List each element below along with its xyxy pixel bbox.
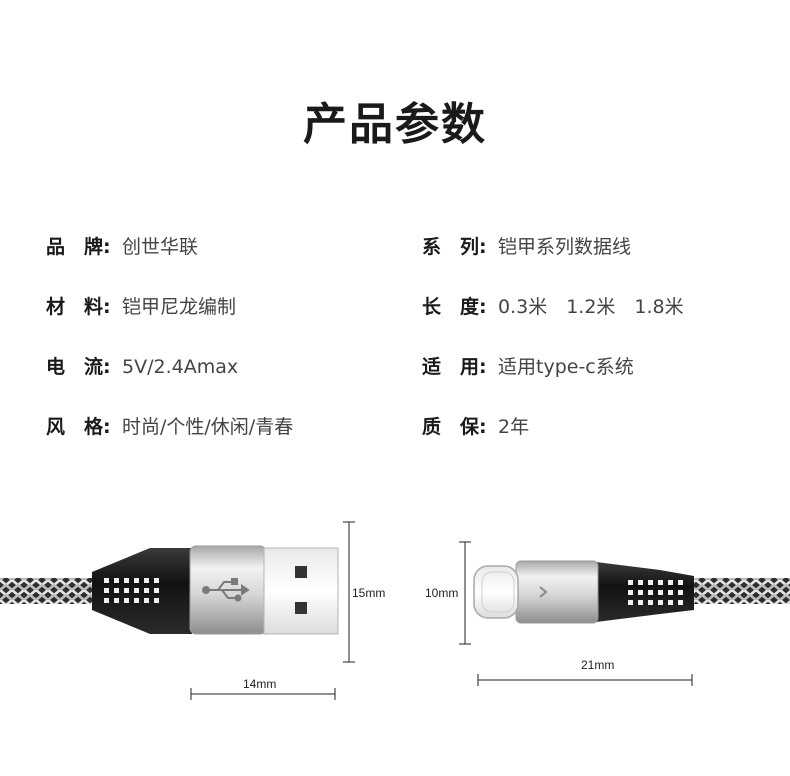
dimension-line-usb-height	[343, 521, 355, 663]
spec-style: 风 格: 时尚/个性/休闲/青春	[46, 412, 293, 442]
chevron-icon	[539, 586, 548, 598]
spec-value: 铠甲尼龙编制	[122, 296, 237, 318]
usb-a-connector	[0, 521, 355, 700]
spec-label: 适 用:	[422, 356, 487, 378]
type-c-connector	[459, 541, 790, 686]
spec-label: 材 料:	[46, 296, 111, 318]
spec-material: 材 料: 铠甲尼龙编制	[46, 292, 236, 322]
spec-current: 电 流: 5V/2.4Amax	[46, 352, 238, 382]
spec-label: 品 牌:	[46, 236, 111, 258]
dimension-label-typec-height: 10mm	[425, 586, 459, 600]
spec-value: 创世华联	[122, 236, 199, 258]
spec-compatibility: 适 用: 适用type-c系统	[422, 352, 634, 382]
spec-value: 5V/2.4Amax	[122, 356, 239, 378]
metal-housing	[515, 560, 599, 624]
spec-label: 电 流:	[46, 356, 111, 378]
dimension-label-usb-height: 15mm	[352, 586, 386, 600]
dimension-line-typec-height	[459, 541, 471, 645]
spec-series: 系 列: 铠甲系列数据线	[422, 232, 631, 262]
spec-value: 铠甲系列数据线	[498, 236, 632, 258]
dimension-label-usb-width: 14mm	[243, 677, 277, 691]
spec-value: 2年	[498, 416, 530, 438]
spec-value: 适用type-c系统	[498, 356, 634, 378]
braided-cable	[686, 578, 790, 604]
spec-label: 长 度:	[422, 296, 487, 318]
boot-grip-slots	[104, 578, 159, 603]
strain-relief-boot	[92, 548, 192, 634]
dimension-label-typec-width: 21mm	[581, 658, 615, 672]
type-c-plug	[473, 565, 519, 619]
usb-plug-hole	[295, 602, 307, 614]
spec-label: 系 列:	[422, 236, 487, 258]
spec-value: 0.3米 1.2米 1.8米	[498, 296, 684, 318]
spec-warranty: 质 保: 2年	[422, 412, 529, 442]
type-c-plug-inner	[481, 571, 515, 613]
spec-brand: 品 牌: 创世华联	[46, 232, 198, 262]
dimension-line-usb-width	[190, 688, 336, 700]
spec-length: 长 度: 0.3米 1.2米 1.8米	[422, 292, 684, 322]
spec-value: 时尚/个性/休闲/青春	[122, 416, 294, 438]
boot-grip-slots	[628, 580, 683, 605]
page-title: 产品参数	[303, 99, 487, 150]
braided-cable	[0, 578, 100, 604]
spec-label: 质 保:	[422, 416, 487, 438]
dimension-line-typec-width	[477, 674, 693, 686]
usb-plug-hole	[295, 566, 307, 578]
spec-label: 风 格:	[46, 416, 111, 438]
usb-a-plug	[263, 547, 339, 635]
strain-relief-boot	[596, 562, 694, 622]
usb-icon	[202, 578, 250, 602]
